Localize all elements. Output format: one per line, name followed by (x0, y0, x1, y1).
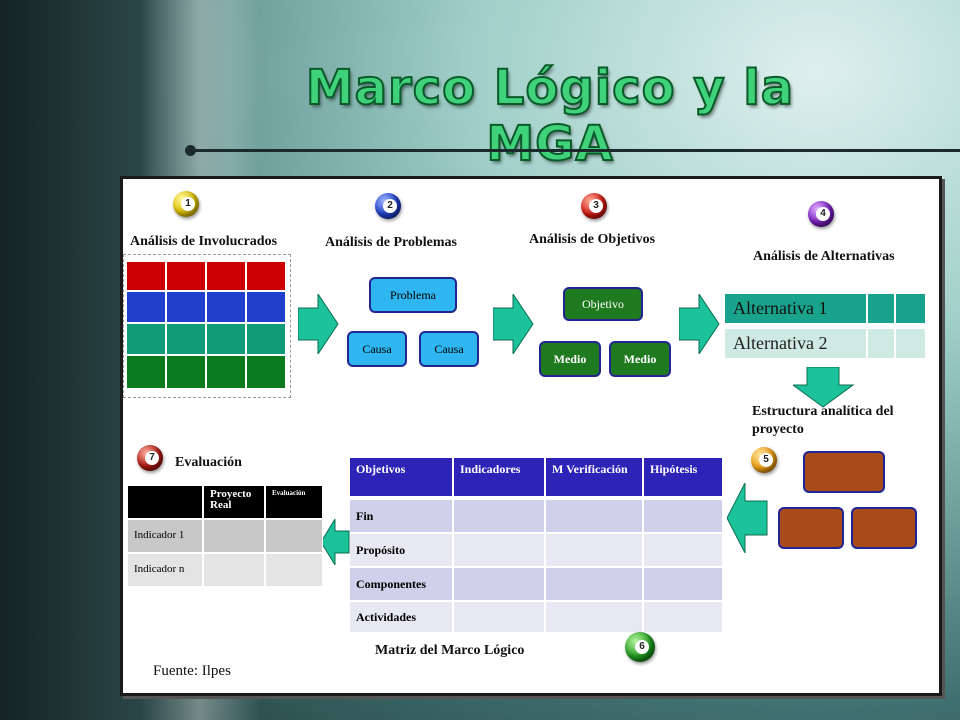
grid-cell (126, 291, 166, 323)
cause-box: Causa (347, 331, 407, 367)
matrix-cell (643, 567, 723, 601)
means-box: Medio (609, 341, 671, 377)
means-box: Medio (539, 341, 601, 377)
step-ball-7: 7 (137, 445, 163, 471)
evaluation-cell (265, 519, 323, 553)
flow-arrow-right (493, 294, 534, 354)
logical-framework-matrix: Objetivos Indicadores M Verificación Hip… (349, 457, 723, 633)
grid-cell (246, 261, 286, 291)
evaluation-header: Proyecto Real (203, 485, 265, 519)
step-label-estructura: Estructura analítica del proyecto (752, 404, 894, 437)
matrix-cell (545, 533, 643, 567)
matrix-cell (453, 601, 545, 633)
structure-child-box (778, 507, 844, 549)
flow-arrow-down (793, 367, 855, 408)
grid-cell (126, 323, 166, 355)
title-rule-dot (185, 145, 196, 156)
matrix-cell (453, 567, 545, 601)
matrix-header: Indicadores (453, 457, 545, 497)
flow-arrow-left (727, 483, 768, 553)
grid-cell (126, 355, 166, 389)
grid-cell (246, 323, 286, 355)
flow-arrow-right (298, 294, 339, 354)
grid-cell (166, 323, 206, 355)
matrix-header: Objetivos (349, 457, 453, 497)
matrix-header: Hipótesis (643, 457, 723, 497)
grid-cell (166, 355, 206, 389)
grid-cell (206, 291, 246, 323)
alternative-row: Alternativa 1 (724, 293, 926, 324)
evaluation-cell (203, 519, 265, 553)
step-label-involucrados: Análisis de Involucrados (130, 234, 278, 249)
matrix-row-label: Fin (349, 499, 453, 533)
evaluation-cell (265, 553, 323, 587)
alternative-cell (867, 328, 895, 359)
flow-arrow-right (679, 294, 720, 354)
step-label-problemas: Análisis de Problemas (325, 235, 457, 250)
grid-cell (246, 355, 286, 389)
step-label-alternativas: Análisis de Alternativas (753, 249, 895, 264)
flow-arrow-left (321, 519, 350, 565)
structure-child-box (851, 507, 917, 549)
matrix-cell (545, 499, 643, 533)
matrix-header: M Verificación (545, 457, 643, 497)
matrix-row-label: Actividades (349, 601, 453, 633)
matrix-cell (453, 533, 545, 567)
step-ball-3: 3 (581, 193, 607, 219)
step-label-matriz: Matriz del Marco Lógico (375, 643, 525, 658)
matrix-cell (545, 601, 643, 633)
diagram-panel: 1 Análisis de Involucrados 2 Análisis de… (120, 176, 942, 696)
evaluation-table: Proyecto Real Evaluación Indicador 1 Ind… (127, 485, 323, 587)
step-ball-2: 2 (375, 193, 401, 219)
alternative-label: Alternativa 1 (724, 293, 867, 324)
grid-cell (206, 355, 246, 389)
matrix-cell (643, 499, 723, 533)
alternative-label: Alternativa 2 (724, 328, 867, 359)
grid-cell (166, 291, 206, 323)
cause-box: Causa (419, 331, 479, 367)
evaluation-row-label: Indicador 1 (127, 519, 203, 553)
evaluation-cell (203, 553, 265, 587)
alternative-cell (895, 293, 926, 324)
step-label-objetivos: Análisis de Objetivos (529, 232, 656, 247)
alternative-row: Alternativa 2 (724, 328, 926, 359)
grid-cell (206, 323, 246, 355)
grid-cell (126, 261, 166, 291)
page-title: Marco Lógico y la MGA (305, 59, 795, 173)
structure-root-box (803, 451, 885, 493)
alternative-cell (895, 328, 926, 359)
matrix-cell (643, 533, 723, 567)
evaluation-row-label: Indicador n (127, 553, 203, 587)
evaluation-header: Evaluación (265, 485, 323, 519)
alternative-cell (867, 293, 895, 324)
matrix-cell (545, 567, 643, 601)
objective-root-box: Objetivo (563, 287, 643, 321)
evaluation-header (127, 485, 203, 519)
matrix-row-label: Propósito (349, 533, 453, 567)
step-ball-1: 1 (173, 191, 199, 217)
step-ball-6: 6 (625, 632, 655, 662)
step-ball-4: 4 (808, 201, 834, 227)
matrix-row-label: Componentes (349, 567, 453, 601)
grid-cell (206, 261, 246, 291)
matrix-cell (643, 601, 723, 633)
title-rule (190, 149, 960, 152)
source-note: Fuente: Ilpes (153, 663, 231, 679)
step-label-evaluacion: Evaluación (175, 455, 242, 470)
problem-root-box: Problema (369, 277, 457, 313)
step-ball-5: 5 (751, 447, 777, 473)
matrix-cell (453, 499, 545, 533)
stakeholder-grid (123, 254, 291, 398)
grid-cell (246, 291, 286, 323)
grid-cell (166, 261, 206, 291)
